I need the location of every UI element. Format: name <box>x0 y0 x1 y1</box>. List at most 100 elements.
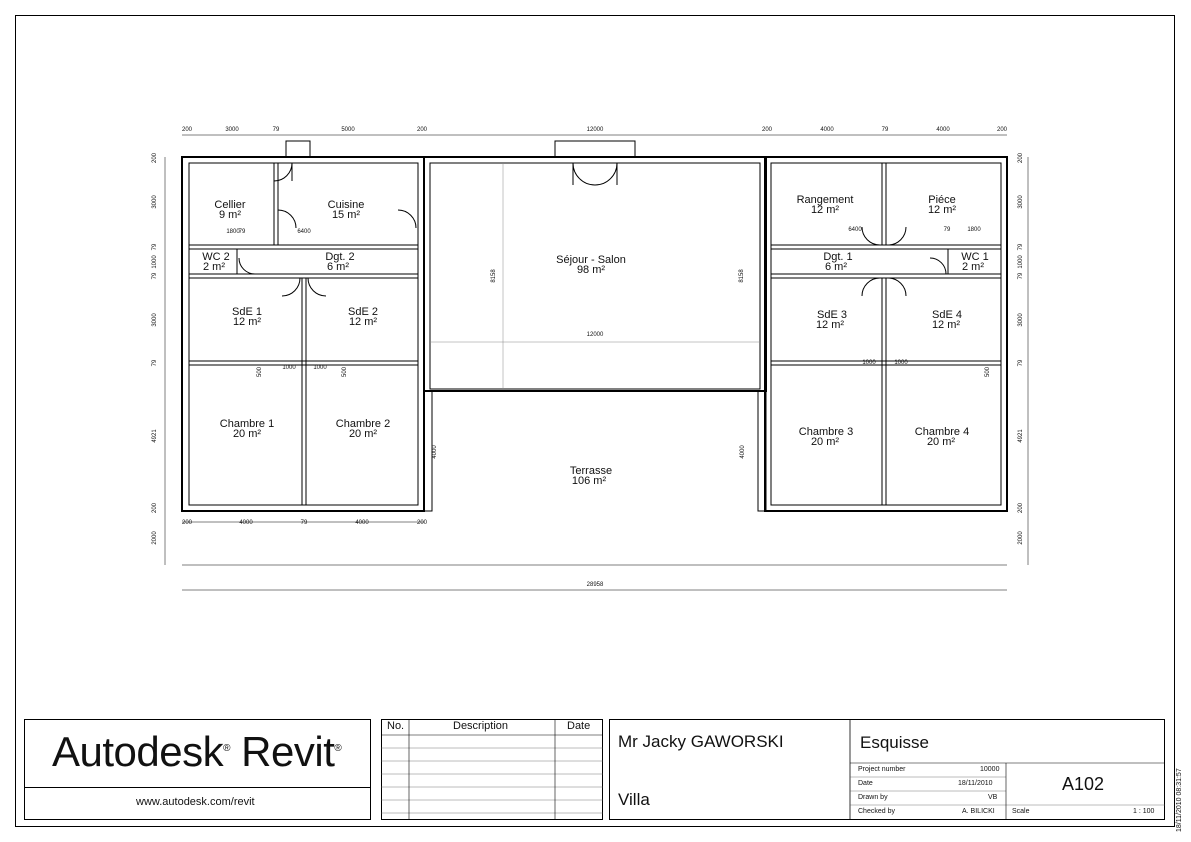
dim-inner: 1000 <box>862 360 876 366</box>
room-name-wc2: WC 2 <box>202 251 230 263</box>
dim-inner: 500 <box>342 366 348 377</box>
room-name-terrasse: Terrasse <box>570 465 612 477</box>
dim-right: 79 <box>1018 272 1024 279</box>
revisions-table <box>381 719 603 820</box>
room-name-sde1: SdE 1 <box>232 306 262 318</box>
drawn-by-value: VB <box>988 794 998 801</box>
date-value: 18/11/2010 <box>958 780 993 787</box>
room-area-piece: 12 m² <box>928 204 956 216</box>
dim-inner: 6400 <box>297 229 311 235</box>
room-area-dgt2: 6 m² <box>327 261 349 273</box>
room-name-dgt2: Dgt. 2 <box>325 251 354 263</box>
room-name-chambre3: Chambre 3 <box>799 426 853 438</box>
dim-top: 3000 <box>225 127 239 133</box>
dim-left: 2000 <box>152 531 158 545</box>
scale-label: Scale <box>1012 808 1030 815</box>
dim-inner: 6400 <box>848 227 862 233</box>
room-area-chambre1: 20 m² <box>233 428 261 440</box>
dim-top: 200 <box>762 127 773 133</box>
scale-value: 1 : 100 <box>1133 808 1155 815</box>
room-area-terrasse: 106 m² <box>572 475 607 487</box>
dim-top: 79 <box>882 127 889 133</box>
room-name-cellier: Cellier <box>214 199 246 211</box>
dim-left: 79 <box>152 243 158 250</box>
dim-inner: 1000 <box>313 365 327 371</box>
dim-left: 1000 <box>152 255 158 269</box>
dim-top: 200 <box>417 127 428 133</box>
revision-col-no: No. <box>387 720 405 732</box>
room-area-sejour: 98 m² <box>577 264 605 276</box>
dim-right: 79 <box>1018 359 1024 366</box>
room-area-rangement: 12 m² <box>811 204 839 216</box>
dim-bottom: 4000 <box>239 520 253 526</box>
room-area-sde2: 12 m² <box>349 316 377 328</box>
room-area-sde4: 12 m² <box>932 319 960 331</box>
dim-inner: 8158 <box>491 269 497 283</box>
dim-inner: 1000 <box>894 360 908 366</box>
dim-bottom: 79 <box>301 520 308 526</box>
dim-inner: 1000 <box>282 365 296 371</box>
project-number-label: Project number <box>858 766 906 773</box>
checked-by-value: A. BILICKI <box>962 808 995 815</box>
dim-top: 4000 <box>820 127 834 133</box>
autodesk-revit-logo: Autodesk® Revit® <box>52 728 342 775</box>
dim-inner: 500 <box>985 366 991 377</box>
sheet-number: A102 <box>1062 774 1105 794</box>
dim-top: 12000 <box>587 127 604 133</box>
dim-left: 79 <box>152 359 158 366</box>
revision-col-date: Date <box>567 720 591 732</box>
dim-right: 200 <box>1018 502 1024 513</box>
dim-left: 79 <box>152 272 158 279</box>
room-area-wc1: 2 m² <box>962 261 984 273</box>
room-area-chambre2: 20 m² <box>349 428 377 440</box>
room-area-sde1: 12 m² <box>233 316 261 328</box>
project-stage: Esquisse <box>860 733 929 752</box>
dim-inner: 4000 <box>740 445 746 459</box>
dim-top: 5000 <box>341 127 355 133</box>
client-name: Mr Jacky GAWORSKI <box>618 732 784 751</box>
date-label: Date <box>858 780 873 787</box>
drawn-by-label: Drawn by <box>858 794 888 801</box>
dim-inner: 8158 <box>739 269 745 283</box>
dim-inner: 500 <box>257 366 263 377</box>
checked-by-label: Checked by <box>858 808 895 815</box>
dim-left: 3000 <box>152 195 158 209</box>
dim-inner: 12000 <box>587 332 604 338</box>
room-area-cuisine: 15 m² <box>332 209 360 221</box>
project-info-table <box>609 719 1165 820</box>
dim-top: 4000 <box>936 127 950 133</box>
dim-right: 4921 <box>1018 429 1024 443</box>
dim-inner: 1800 <box>967 227 981 233</box>
dim-left: 4921 <box>152 429 158 443</box>
room-name-chambre1: Chambre 1 <box>220 418 274 430</box>
logo-url: www.autodesk.com/revit <box>136 796 255 808</box>
dim-left: 200 <box>152 152 158 163</box>
room-name-chambre2: Chambre 2 <box>336 418 390 430</box>
dim-bottom: 200 <box>417 520 428 526</box>
room-area-wc2: 2 m² <box>203 261 225 273</box>
dim-right: 1000 <box>1018 255 1024 269</box>
room-name-cuisine: Cuisine <box>328 199 365 211</box>
dim-inner: 1800 <box>226 229 240 235</box>
room-name-wc1: WC 1 <box>961 251 989 263</box>
dim-right: 3000 <box>1018 195 1024 209</box>
dim-inner: 79 <box>239 229 246 235</box>
room-area-chambre3: 20 m² <box>811 436 839 448</box>
room-area-cellier: 9 m² <box>219 209 241 221</box>
room-name-chambre4: Chambre 4 <box>915 426 969 438</box>
dim-top: 200 <box>182 127 193 133</box>
print-timestamp: 18/11/2010 08:31:57 <box>1176 768 1183 832</box>
project-number: 10000 <box>980 766 1000 773</box>
room-name-piece: Piéce <box>928 194 956 206</box>
dim-inner: 4000 <box>432 445 438 459</box>
room-name-dgt1: Dgt. 1 <box>823 251 852 263</box>
dim-right: 79 <box>1018 243 1024 250</box>
dim-right: 2000 <box>1018 531 1024 545</box>
room-name-sejour: Séjour - Salon <box>556 254 626 266</box>
dim-overall: 28958 <box>587 582 604 588</box>
logo-divider <box>24 787 371 788</box>
dim-inner: 79 <box>944 227 951 233</box>
project-name: Villa <box>618 790 650 809</box>
room-name-sde4: SdE 4 <box>932 309 962 321</box>
revision-col-description: Description <box>453 720 509 732</box>
